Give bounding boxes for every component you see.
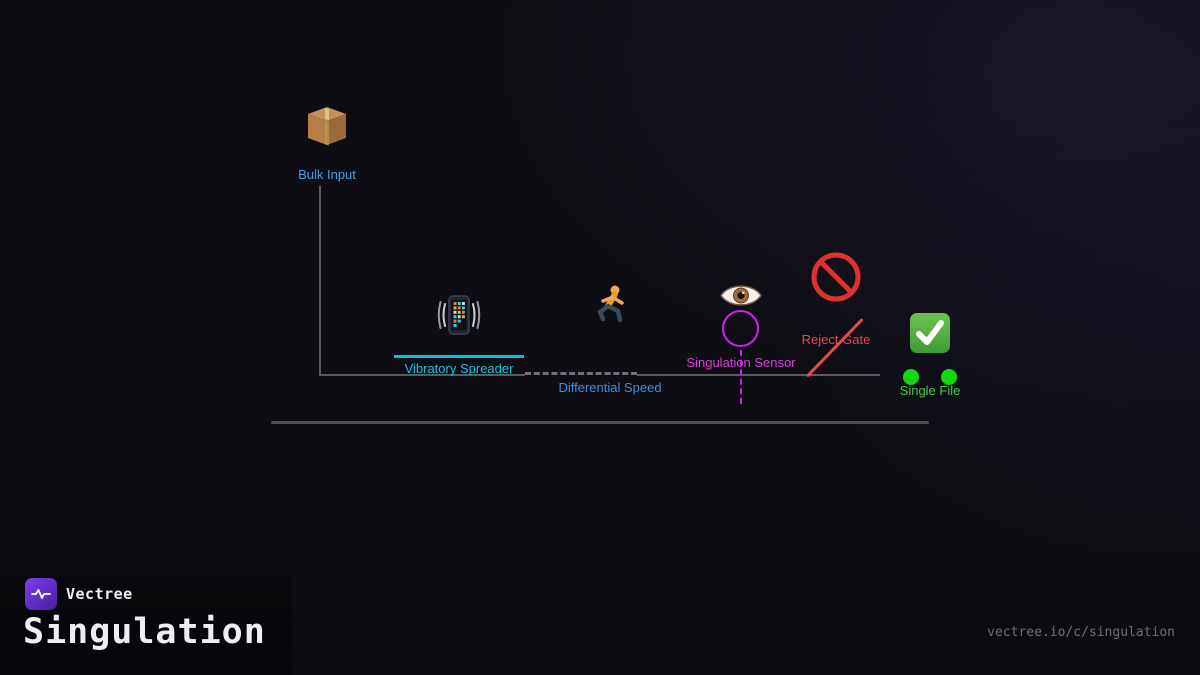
package-icon	[304, 103, 350, 154]
sensor-detection-circle	[722, 310, 759, 347]
eye-icon	[719, 280, 763, 316]
reject-gate-label: Reject Gate	[801, 332, 871, 347]
page-url: vectree.io/c/singulation	[987, 625, 1175, 640]
singulated-item-dot	[941, 369, 957, 385]
singulation-sensor-label: Singulation Sensor	[686, 355, 796, 370]
flow-line-horizontal-2	[637, 374, 880, 376]
sensor-dashed-line	[740, 350, 742, 404]
flow-line-dashed-gap	[525, 372, 637, 375]
vibratory-spreader-underline	[394, 355, 524, 358]
singulated-item-dot	[903, 369, 919, 385]
reject-gate-diverter-line	[805, 317, 864, 378]
vectree-logo	[25, 578, 57, 610]
single-file-label: Single File	[899, 383, 961, 398]
no-entry-icon	[809, 250, 863, 309]
check-mark-icon	[907, 310, 953, 361]
conveyor-bar	[271, 421, 929, 424]
bulk-input-label: Bulk Input	[298, 167, 356, 182]
runner-icon	[590, 284, 630, 331]
brand-name: Vectree	[66, 585, 133, 603]
flow-line-horizontal-1	[319, 374, 525, 376]
vibrating-phone-icon	[437, 291, 481, 344]
flow-line-vertical	[319, 186, 321, 375]
vibratory-spreader-label: Vibratory Spreader	[404, 361, 514, 376]
pulse-icon	[31, 589, 51, 599]
differential-speed-label: Differential Speed	[558, 380, 662, 395]
page-title: Singulation	[23, 612, 266, 652]
